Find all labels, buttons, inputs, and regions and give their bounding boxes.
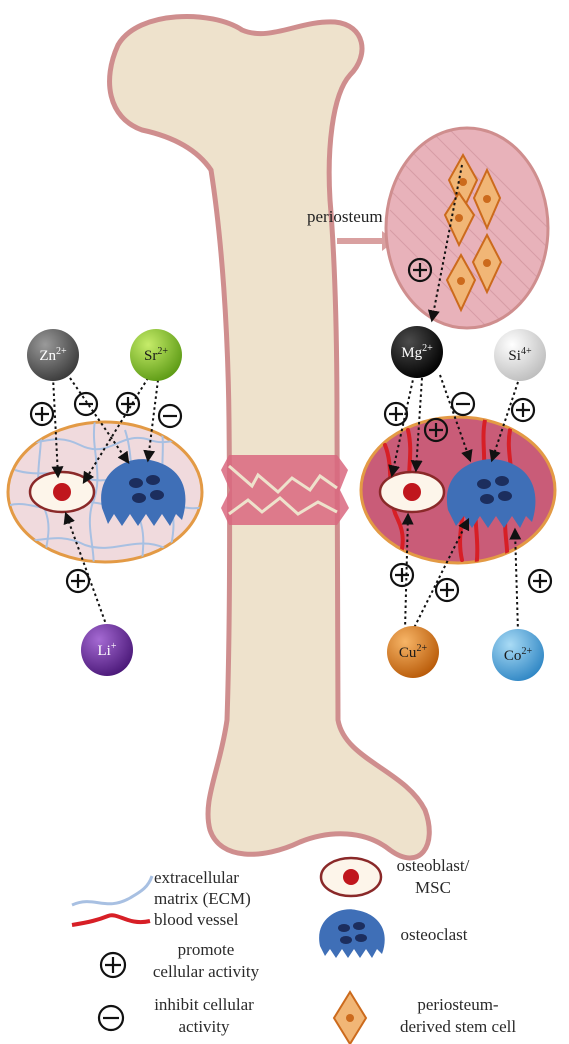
svg-text:extracellular: extracellular bbox=[154, 868, 239, 887]
svg-text:periosteum-: periosteum- bbox=[417, 995, 499, 1014]
ion-sr: Sr2+ bbox=[130, 329, 182, 381]
right-osteoblast bbox=[380, 472, 444, 512]
right-callus bbox=[361, 417, 555, 575]
svg-text:promote: promote bbox=[178, 940, 235, 959]
ion-si: Si4+ bbox=[494, 329, 546, 381]
legend-inhibit: inhibit cellular activity bbox=[99, 995, 254, 1036]
svg-text:activity: activity bbox=[179, 1017, 230, 1036]
legend-promote: promote cellular activity bbox=[101, 940, 260, 981]
svg-text:blood vessel: blood vessel bbox=[154, 910, 239, 929]
svg-text:osteoclast: osteoclast bbox=[400, 925, 467, 944]
promote-sign bbox=[391, 564, 413, 586]
inhibit-sign bbox=[75, 393, 97, 415]
inhibit-sign bbox=[159, 405, 181, 427]
legend-osteoclast: osteoclast bbox=[319, 909, 468, 958]
left-osteoblast bbox=[30, 472, 94, 512]
svg-text:cellular activity: cellular activity bbox=[153, 962, 260, 981]
legend-osteoblast: osteoblast/ MSC bbox=[321, 856, 470, 897]
svg-text:derived stem cell: derived stem cell bbox=[400, 1017, 516, 1036]
ion-mg: Mg2+ bbox=[391, 326, 443, 378]
inhibit-sign bbox=[452, 393, 474, 415]
promote-sign bbox=[512, 399, 534, 421]
promote-sign bbox=[67, 570, 89, 592]
legend: extracellular matrix (ECM) blood vessel … bbox=[72, 856, 516, 1044]
ion-zn: Zn2+ bbox=[27, 329, 79, 381]
promote-sign bbox=[436, 579, 458, 601]
promote-sign bbox=[31, 403, 53, 425]
periosteum-label: periosteum bbox=[307, 207, 383, 226]
svg-text:matrix (ECM): matrix (ECM) bbox=[154, 889, 251, 908]
legend-periosteum-cell: periosteum- derived stem cell bbox=[334, 992, 516, 1044]
fracture-zone bbox=[221, 455, 349, 525]
left-callus bbox=[8, 420, 210, 575]
svg-text:osteoblast/: osteoblast/ bbox=[397, 856, 470, 875]
svg-text:inhibit cellular: inhibit cellular bbox=[154, 995, 254, 1014]
ion-li: Li+ bbox=[81, 624, 133, 676]
promote-sign bbox=[529, 570, 551, 592]
legend-ecm: extracellular matrix (ECM) bbox=[72, 868, 251, 908]
legend-blood-vessel: blood vessel bbox=[72, 910, 239, 929]
svg-text:MSC: MSC bbox=[415, 878, 451, 897]
promote-sign bbox=[385, 403, 407, 425]
ion-cu: Cu2+ bbox=[387, 626, 439, 678]
ion-co: Co2+ bbox=[492, 629, 544, 681]
